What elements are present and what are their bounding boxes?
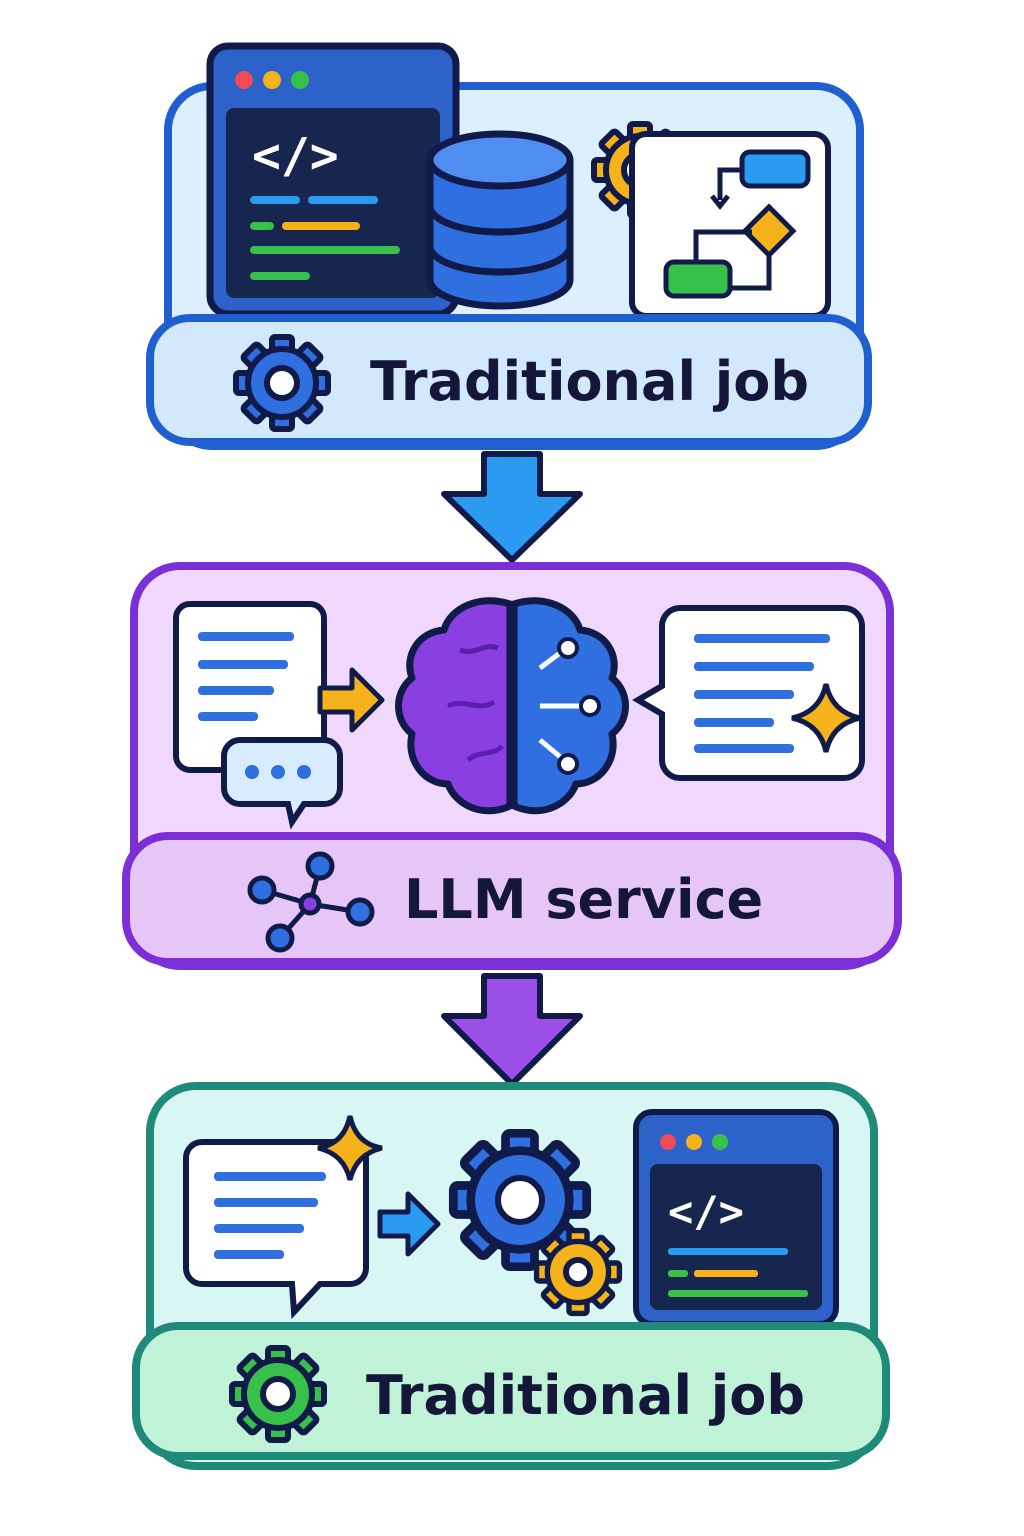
arrow-down-icon (441, 451, 583, 563)
gear-icon (537, 1231, 620, 1314)
stage-2-label: LLM service (404, 868, 763, 931)
brain-icon (395, 597, 629, 815)
gear-icon (236, 337, 328, 429)
document-icon (173, 601, 327, 773)
gear-icon (232, 1348, 324, 1440)
stage-1-label-bar (146, 314, 872, 446)
chat-bubble-icon (221, 737, 343, 830)
sparkle-icon (791, 683, 861, 753)
stage-llm-service: LLM service (122, 562, 902, 970)
gear-icon (453, 1133, 586, 1266)
flowchart-icon (629, 131, 831, 319)
code-window-icon: </> (206, 42, 460, 318)
stage-3-label: Traditional job (366, 1364, 805, 1427)
stage-1-label: Traditional job (370, 350, 809, 413)
database-icon (426, 130, 574, 310)
network-nodes-icon (247, 851, 375, 953)
code-symbol: </> (252, 128, 339, 184)
arrow-right-icon (377, 1191, 441, 1257)
stage-traditional-job-2: </> Traditional job (132, 1082, 890, 1470)
document-icon (183, 1139, 369, 1320)
code-window-icon: </> (633, 1109, 839, 1327)
arrow-down-icon (441, 973, 583, 1087)
response-bubble-icon (632, 605, 865, 781)
sparkle-icon (317, 1115, 383, 1181)
arrow-right-icon (317, 667, 385, 733)
stage-traditional-job-1: </> (146, 42, 872, 450)
stage-3-label-bar (132, 1322, 890, 1460)
code-symbol: </> (668, 1187, 744, 1236)
